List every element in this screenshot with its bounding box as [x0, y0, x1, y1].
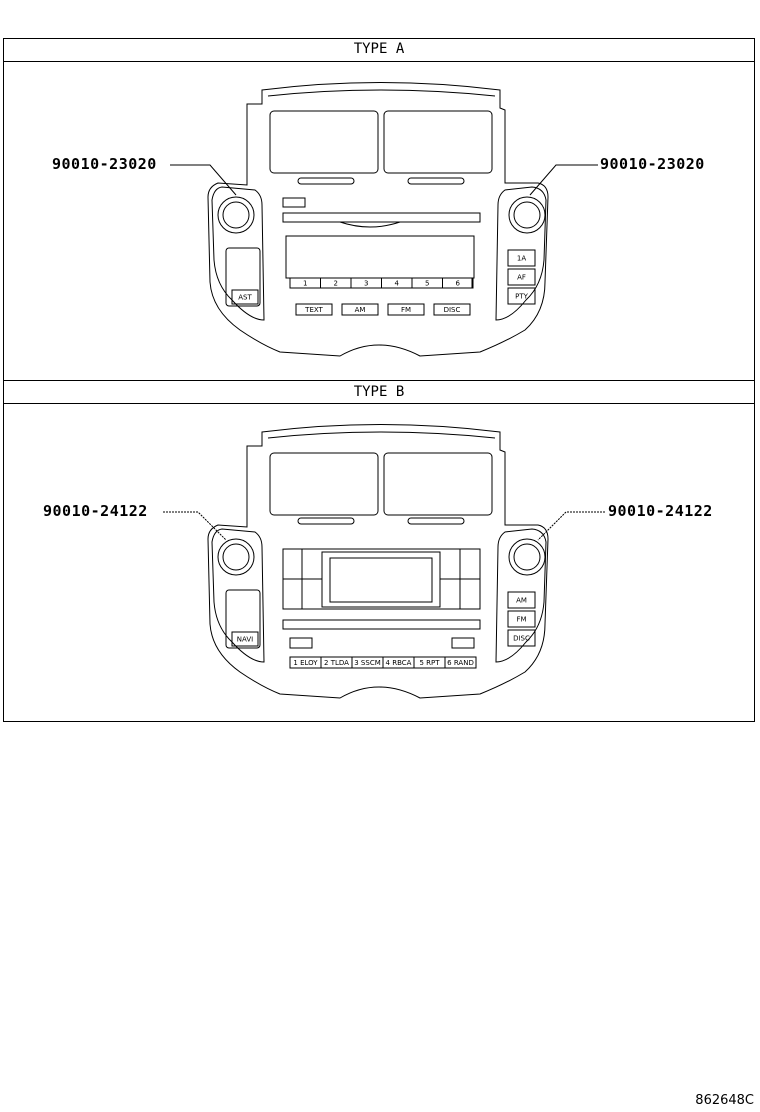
- type-a-preset: 1: [289, 277, 321, 289]
- type-a-preset-label: 4: [395, 280, 400, 288]
- type-a-preset-label: 3: [364, 280, 368, 288]
- type-a-bottom-button-label: FM: [401, 306, 411, 314]
- type-b-right-button-label: AM: [516, 597, 527, 605]
- type-a-right-button: AF: [507, 268, 536, 286]
- type-a-preset-label: 6: [456, 280, 461, 288]
- type-a-right-button-label: PTY: [515, 293, 528, 301]
- type-b-preset-label: 4 RBCA: [386, 659, 412, 667]
- type-b-preset: 2 TLDA: [320, 656, 353, 669]
- part-number-b-right: 90010-24122: [607, 502, 714, 520]
- type-b-preset-label: 1 ELOY: [293, 659, 318, 667]
- part-number-b-left: 90010-24122: [42, 502, 149, 520]
- type-a-right-button: 1A: [507, 249, 536, 267]
- type-a-bottom-button-label: DISC: [444, 306, 461, 314]
- type-b-preset-label: 6 RAND: [447, 659, 474, 667]
- type-a-preset-label: 1: [303, 280, 307, 288]
- type-a-left-button-label: AST: [238, 294, 252, 302]
- type-b-preset: 6 RAND: [444, 656, 477, 669]
- type-b-right-button-label: FM: [516, 616, 526, 624]
- type-a-bottom-button: TEXT: [295, 303, 333, 316]
- type-b-left-button-label: NAVI: [237, 636, 253, 644]
- type-b-preset: 5 RPT: [413, 656, 446, 669]
- type-b-left-button: NAVI: [231, 631, 259, 647]
- type-a-preset: 5: [411, 277, 443, 289]
- type-a-preset: 6: [442, 277, 474, 289]
- type-a-bottom-button: DISC: [433, 303, 471, 316]
- type-a-right-button-label: 1A: [517, 255, 526, 263]
- type-b-preset: 4 RBCA: [382, 656, 415, 669]
- diagram-code: 862648C: [695, 1093, 754, 1108]
- type-a-bottom-button-label: AM: [355, 306, 366, 314]
- type-b-right-button: AM: [507, 591, 536, 609]
- type-a-bottom-button-label: TEXT: [304, 306, 323, 314]
- type-b-preset-label: 2 TLDA: [324, 659, 349, 667]
- type-a-bottom-button: AM: [341, 303, 379, 316]
- type-a-left-button: AST: [231, 289, 259, 305]
- type-a-bottom-button: FM: [387, 303, 425, 316]
- type-a-header: TYPE A: [3, 38, 755, 62]
- type-a-preset: 4: [381, 277, 413, 289]
- type-a-preset-label: 5: [425, 280, 429, 288]
- leader-line-a-right: [529, 164, 598, 196]
- type-a-panel: [207, 82, 549, 357]
- leader-line-b-left: [163, 511, 227, 541]
- type-b-panel: [207, 424, 549, 699]
- type-b-right-button: DISC: [507, 629, 536, 647]
- type-a-right-button: PTY: [507, 287, 536, 305]
- type-a-right-button-label: AF: [517, 274, 526, 282]
- type-a-preset-label: 2: [334, 280, 338, 288]
- type-b-right-button: FM: [507, 610, 536, 628]
- part-number-a-left: 90010-23020: [51, 155, 158, 173]
- type-b-header: TYPE B: [3, 380, 755, 404]
- type-a-preset: 3: [350, 277, 382, 289]
- type-b-preset: 1 ELOY: [289, 656, 322, 669]
- type-b-preset-label: 3 SSCM: [354, 659, 381, 667]
- type-b-right-button-label: DISC: [513, 635, 530, 643]
- type-a-preset: 2: [320, 277, 352, 289]
- type-b-preset-label: 5 RPT: [419, 659, 440, 667]
- leader-line-a-left: [170, 164, 237, 196]
- leader-line-b-right: [537, 511, 605, 541]
- part-number-a-right: 90010-23020: [599, 155, 706, 173]
- type-b-preset: 3 SSCM: [351, 656, 384, 669]
